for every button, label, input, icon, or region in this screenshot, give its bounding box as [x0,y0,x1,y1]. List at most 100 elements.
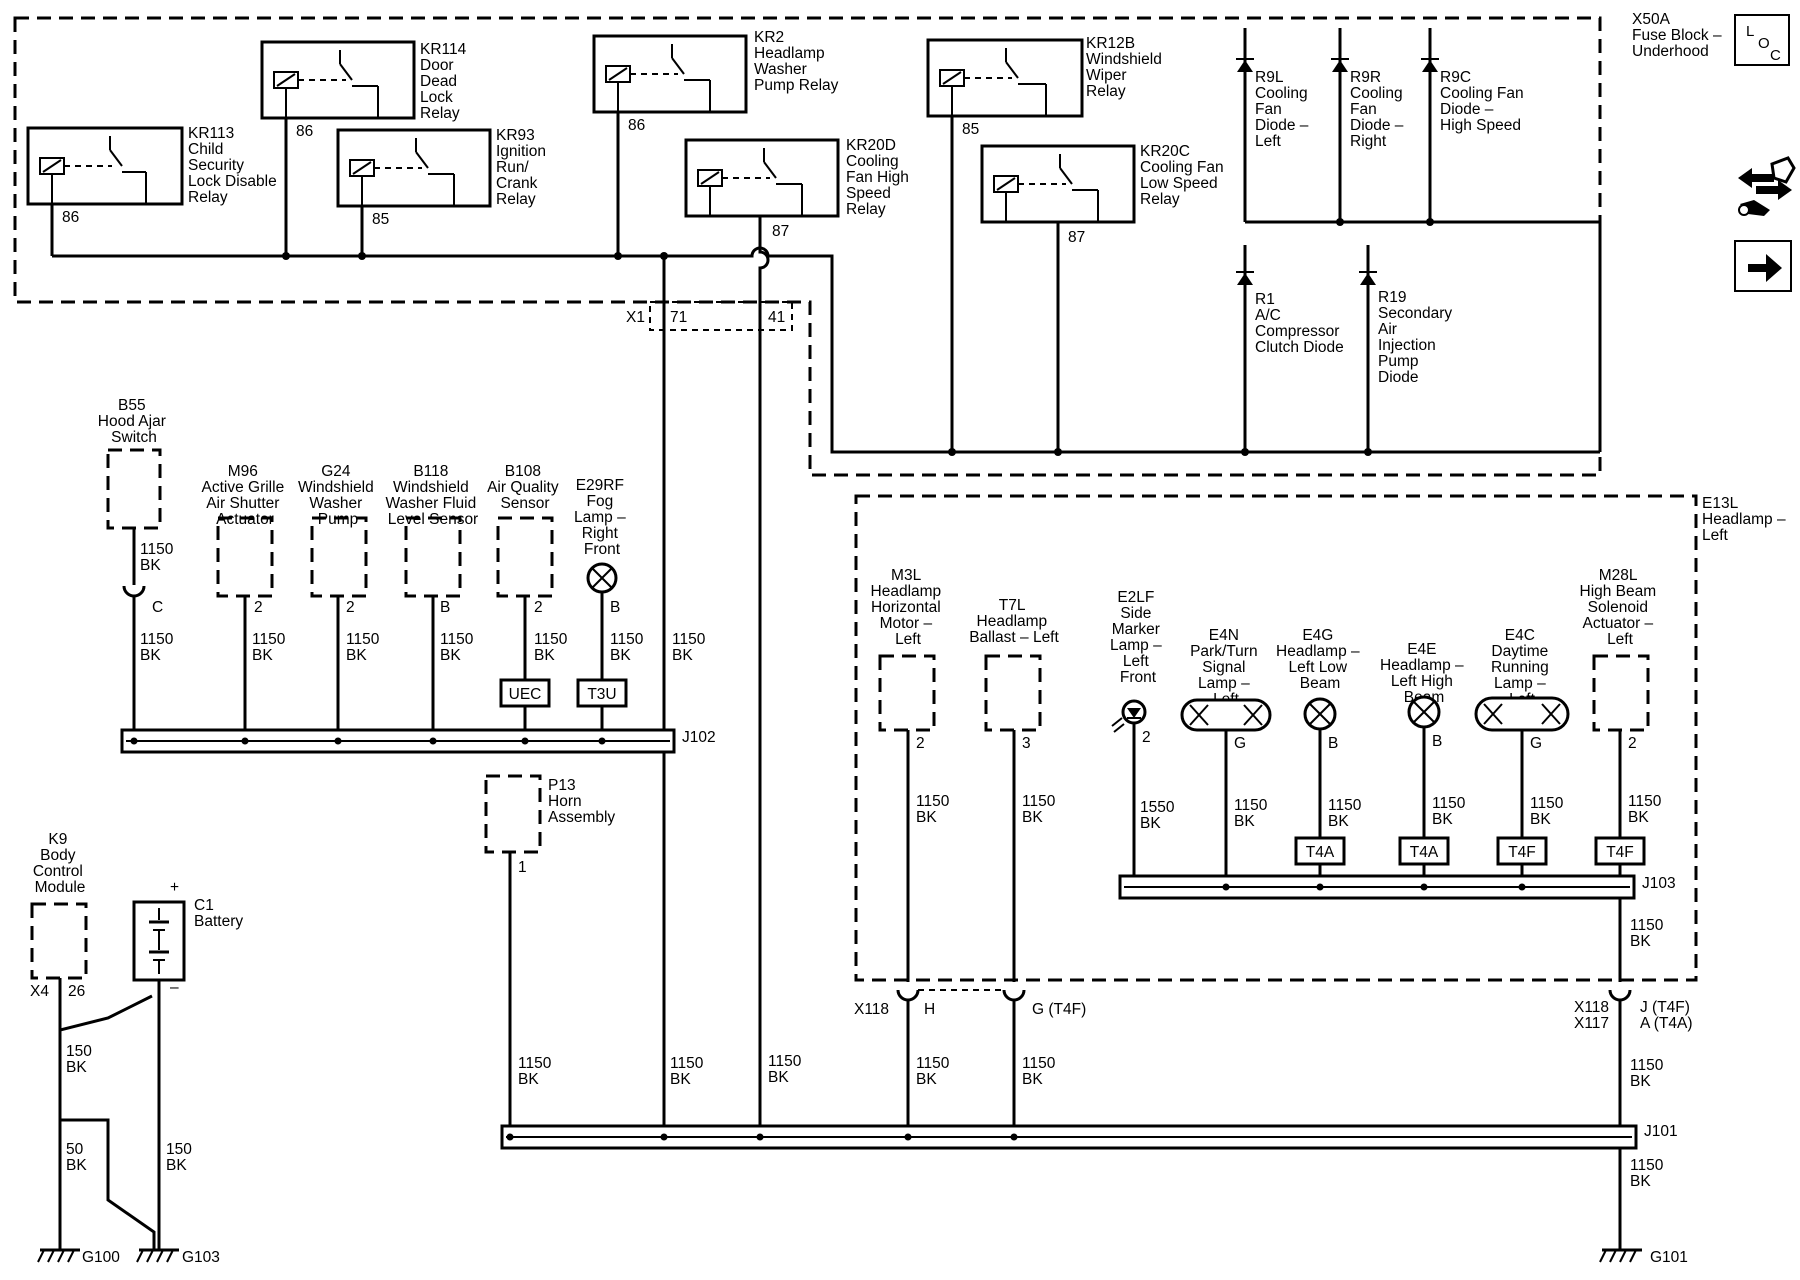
component-label-line: Air Quality [487,479,559,496]
x1-41-wire-color: BK [768,1069,789,1086]
m28l-pin: 2 [1628,735,1637,752]
component-label-line: Signal [1202,659,1245,676]
t4a-option-tag-high [1398,836,1450,866]
component-label-line: C1 [194,897,214,914]
t4a-option-tag-low [1294,836,1346,866]
relay-label-line: Washer [754,61,807,78]
m96-pin: 2 [254,599,263,616]
relay-kr20d-pin: 87 [772,223,789,240]
relay-kr113-label: KR113 Child Security Lock Disable Relay [188,125,281,206]
j103-wire-gauge: 1150 [1630,917,1664,934]
component-label-line: B108 [505,463,541,480]
component-label-line: Headlamp [977,613,1048,630]
loc-button[interactable]: L O C [1734,14,1790,66]
component-m28l [1592,654,1650,732]
ground-g103-icon [136,1248,179,1263]
component-label-line: T7L [999,597,1026,614]
component-m28l-label: M28L High Beam Solenoid Actuator – Left [1580,567,1661,648]
x1-connector [649,301,793,331]
component-label-line: Pump [318,511,359,528]
diode-label-line: R9C [1440,69,1471,86]
diode-label-line: Secondary [1378,305,1452,322]
component-label-line: Left [1123,653,1150,670]
ground-g101-label: G101 [1650,1249,1688,1266]
relay-kr20d-label: KR20D Cooling Fan High Speed Relay [846,137,913,218]
x1-pin-71: 71 [670,309,687,326]
g100-strap-wire [58,1118,156,1250]
diode-r1-label: R1 A/C Compressor Clutch Diode [1255,291,1344,356]
b108-pin: 2 [534,599,543,616]
relay-label-line: Relay [420,105,460,122]
relay-kr114-pin: 86 [296,123,313,140]
component-label-line: Lamp – [574,509,626,526]
e2lf-wire-color: BK [1140,815,1161,832]
fuse-block-name: Fuse Block – Underhood [1632,27,1726,60]
x118-j-wire-color: BK [1630,1073,1651,1090]
component-label-line: Park/Turn [1190,643,1257,660]
component-label-line: Actuator – [1583,615,1654,632]
component-label-line: B55 [118,397,146,414]
component-label-line: Daytime [1491,643,1548,660]
t7l-wire-gauge: 1150 [1022,793,1056,810]
g100-wire-gauge: 50 [66,1141,84,1158]
t4a-option-label-low: T4A [1306,844,1335,861]
wire-x1-41 [758,216,770,1138]
component-label-line: Control [33,863,83,880]
j101-wire-gauge: 1150 [1630,1157,1664,1174]
connector-pin-line: A (T4A) [1640,1015,1693,1032]
relay-label-line: Security [188,157,244,174]
headlamp-assembly-boundary [854,494,1698,982]
relay-label-line: KR113 [188,125,234,142]
t3u-option-tag [576,678,628,708]
component-label-line: Ballast – Left [969,629,1059,646]
diode-label-line: Cooling Fan [1440,85,1524,102]
fog-lamp-bulb-icon [586,562,618,594]
component-label-line: Air Shutter [206,495,279,512]
component-label-line: Front [584,541,621,558]
high-beam-bulb-icon [1407,695,1441,729]
component-g24 [310,516,368,598]
relay-kr2-label: KR2 Headlamp Washer Pump Relay [754,29,839,94]
e29rf-pin: B [610,599,620,616]
horn-wire-gauge: 1150 [518,1055,552,1072]
component-b108 [496,516,554,598]
relay-label-line: Relay [496,191,536,208]
b118-pin: B [440,599,450,616]
splice-j101-label: J101 [1644,1123,1678,1140]
connector-b55-c [122,585,146,598]
relay-kr114 [260,40,416,120]
relay-label-line: Lock Disable [188,173,277,190]
component-label-line: Left [895,631,922,648]
relay-kr93-pin: 85 [372,211,389,228]
component-e2lf-label: E2LF Side Marker Lamp – Left Front [1110,589,1166,686]
relay-label-line: Headlamp [754,45,825,62]
x1-71-wire-gauge: 1150 [670,1055,704,1072]
service-info-icon[interactable] [1734,152,1796,222]
component-m96-label: M96 Active Grille Air Shutter Actuator [202,463,289,528]
relay-label-line: KR93 [496,127,535,144]
component-b118 [404,516,462,598]
component-label-line: Front [1120,669,1157,686]
component-b118-label: B118 Windshield Washer Fluid Level Senso… [385,463,480,528]
x118-h-wire-color: BK [916,1071,937,1088]
headlamp-label-line: E13L [1702,495,1739,512]
m28l-wire-gauge: 1150 [1628,793,1662,810]
relay-kr12b [926,38,1084,118]
diode-label-line: High Speed [1440,117,1521,134]
component-label-line: Horizontal [871,599,941,616]
e4g-wire-gauge: 1150 [1328,797,1362,814]
relay-label-line: Relay [1140,191,1180,208]
x118-label: X118 [854,1001,889,1018]
headlamp-label-line: Left [1702,527,1729,544]
component-label-line: M3L [891,567,922,584]
component-label-line: Sensor [500,495,549,512]
component-label-line: Left [1607,631,1634,648]
next-page-button[interactable] [1734,240,1792,292]
b55-wire-color: BK [140,557,161,574]
x118-j-wire-gauge: 1150 [1630,1057,1664,1074]
diode-label-line: Pump [1378,353,1419,370]
component-e29rf-label: E29RF Fog Lamp – Right Front [574,477,630,558]
e4n-wire-gauge: 1150 [1234,797,1268,814]
e4e-wire-gauge: 1150 [1432,795,1466,812]
battery-wire-color: BK [166,1157,187,1174]
